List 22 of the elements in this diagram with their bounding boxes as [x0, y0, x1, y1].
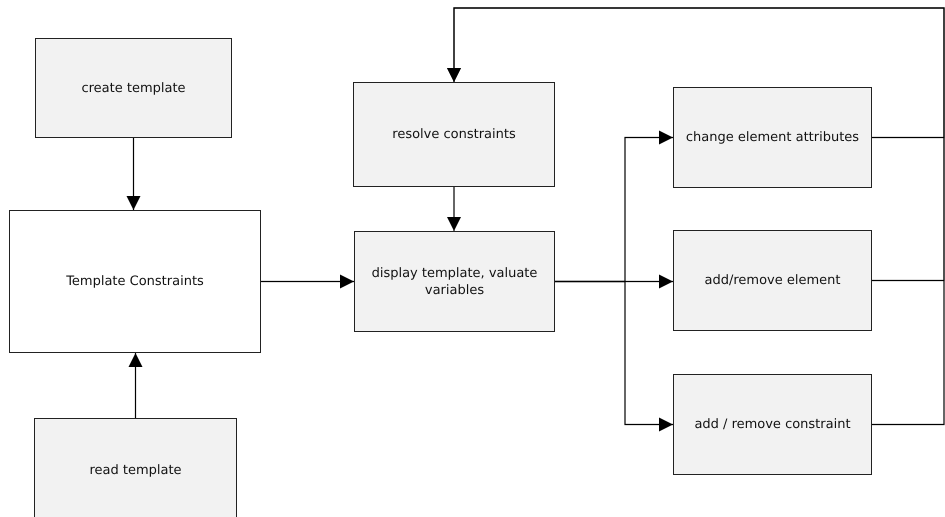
process-box [353, 82, 555, 187]
process-box [673, 230, 872, 331]
arrow [128, 353, 142, 418]
process-box [673, 374, 872, 475]
process-box [34, 418, 237, 517]
arrow [261, 274, 354, 288]
box-label: add/remove element [704, 272, 842, 289]
box-label: change element attributes [684, 129, 860, 146]
process-box [673, 87, 872, 188]
box-label: display template, valuate variables [370, 264, 538, 298]
process-box [9, 210, 261, 353]
process-box [35, 38, 232, 138]
arrow [447, 187, 461, 231]
box-label: read template [88, 462, 183, 479]
box-label: add / remove constraint [693, 416, 852, 433]
box-label: resolve constraints [391, 126, 517, 143]
arrow [555, 280, 673, 432]
box-label: Template Constraints [65, 273, 205, 290]
arrow [126, 138, 140, 210]
arrow [447, 7, 945, 426]
box-label: create template [80, 80, 187, 96]
process-box [354, 231, 555, 332]
